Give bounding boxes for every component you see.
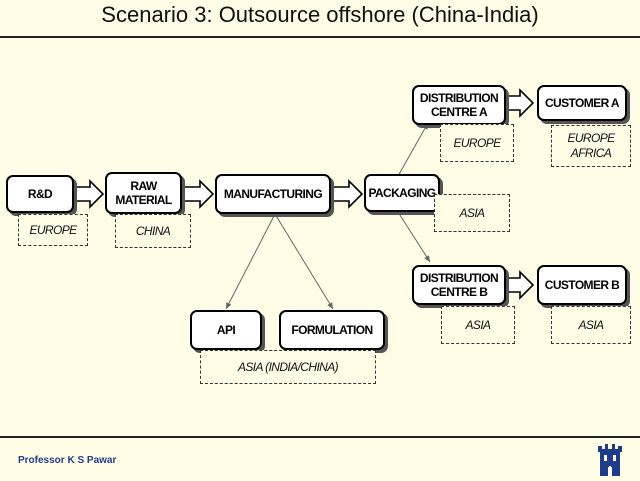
flow-arrow-manufacturing-packaging <box>332 179 364 209</box>
footer-author: Professor K S Pawar <box>18 455 117 466</box>
page-title: Scenario 3: Outsource offshore (China-In… <box>101 2 539 27</box>
location-distribution-centre-a: EUROPE <box>440 124 514 162</box>
node-packaging: PACKAGING <box>364 174 440 212</box>
node-rnd: R&D <box>6 175 74 213</box>
flow-arrow-raw-manufacturing <box>183 179 215 209</box>
location-customer-a: EUROPE AFRICA <box>551 125 631 167</box>
footer-divider <box>0 436 640 438</box>
location-raw-material: CHINA <box>115 214 191 248</box>
flow-arrow-dca-customera <box>507 88 535 118</box>
line-packaging-dca <box>397 122 429 177</box>
location-rnd: EUROPE <box>18 214 88 246</box>
flow-arrow-dcb-customerb <box>507 270 535 300</box>
node-customer-b: CUSTOMER B <box>537 265 627 305</box>
castle-logo-icon <box>598 442 622 476</box>
node-api: API <box>190 310 262 350</box>
node-formulation: FORMULATION <box>279 310 385 350</box>
line-packaging-dcb <box>397 211 431 263</box>
location-customer-b: ASIA <box>551 306 631 344</box>
node-manufacturing: MANUFACTURING <box>215 174 331 214</box>
line-manufacturing-api <box>225 213 276 310</box>
node-customer-a: CUSTOMER A <box>537 85 627 121</box>
line-manufacturing-formulation <box>274 213 334 310</box>
location-api-formulation: ASIA (INDIA/CHINA) <box>200 350 376 384</box>
node-raw-material: RAW MATERIAL <box>105 172 182 214</box>
title-divider <box>0 36 640 38</box>
flow-arrow-rnd-raw <box>75 179 105 209</box>
node-distribution-centre-a: DISTRIBUTION CENTRE A <box>412 85 506 125</box>
location-distribution-centre-b: ASIA <box>441 306 515 344</box>
node-distribution-centre-b: DISTRIBUTION CENTRE B <box>412 265 506 305</box>
location-packaging: ASIA <box>434 194 510 232</box>
